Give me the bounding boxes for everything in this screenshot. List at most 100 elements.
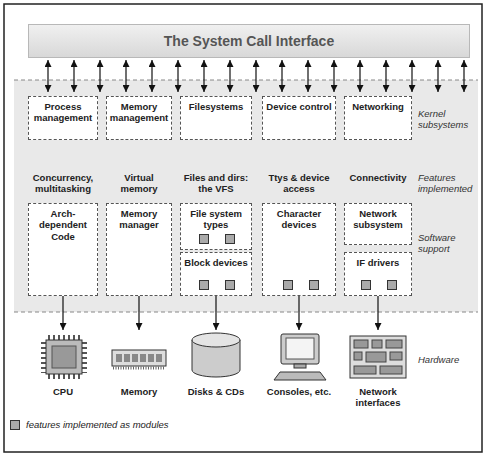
node-text: Arch-dependent Code	[31, 208, 95, 242]
double-arrow	[333, 60, 334, 92]
node-text: File system types	[183, 208, 249, 231]
kernel-band	[14, 80, 478, 312]
text-group: Block devices	[183, 257, 249, 268]
module-square	[309, 280, 319, 290]
band-edge	[14, 80, 478, 81]
band-edge	[14, 312, 478, 313]
double-arrow	[255, 60, 256, 92]
chip-die	[52, 346, 76, 368]
module-square	[225, 234, 235, 244]
node-text: Consoles, etc.	[262, 386, 336, 397]
connector-arrow	[138, 296, 139, 330]
subsystem-box: Memory management	[106, 96, 172, 140]
support-box: Network subsystem	[344, 203, 412, 245]
node-text: Process management	[31, 101, 95, 124]
chip-body	[46, 340, 82, 374]
text-group: Networking	[347, 101, 409, 112]
connector-arrow	[62, 296, 63, 330]
node-text: Filesystems	[183, 101, 249, 112]
subsystem-box: Device control	[262, 96, 336, 140]
memory-chips	[116, 354, 164, 362]
node-text: The System Call Interface	[164, 33, 334, 49]
legend-text: features implemented as modules	[26, 419, 169, 430]
double-arrow	[385, 60, 386, 92]
text-group: CPU	[28, 386, 98, 397]
card-chip	[372, 340, 382, 348]
chip-pins	[41, 342, 46, 373]
card-board	[350, 336, 406, 378]
text-group: Arch-dependent Code	[31, 208, 95, 242]
hardware-node: Disks & CDs	[180, 330, 252, 400]
text-group: Character devices	[265, 208, 333, 231]
node-text: Character devices	[265, 208, 333, 231]
feature-label: Virtual memory	[106, 172, 172, 195]
stick-board	[112, 350, 166, 366]
support-box: Memory manager	[106, 203, 172, 296]
text-group: Disks & CDs	[180, 386, 252, 397]
node-text: Network interfaces	[344, 386, 412, 409]
text-group: Network interfaces	[344, 386, 412, 409]
double-arrow	[437, 60, 438, 92]
module-square	[199, 234, 209, 244]
module-square	[361, 280, 371, 290]
subsystem-box: Filesystems	[180, 96, 252, 140]
layer-label: Features implemented	[418, 172, 480, 195]
cylinder-top	[192, 333, 240, 347]
disk-cylinder	[192, 333, 240, 377]
hardware-node: Network interfaces	[344, 330, 412, 412]
module-square	[199, 280, 209, 290]
double-arrow	[99, 60, 100, 92]
text-group: Filesystems	[183, 101, 249, 112]
double-arrow	[281, 60, 282, 92]
text-group: File system types	[183, 208, 249, 231]
layer-label: Kernel subsystems	[418, 108, 480, 131]
text-group: Process management	[31, 101, 95, 124]
connector-arrow	[298, 296, 299, 330]
double-arrow	[151, 60, 152, 92]
syscall-bar: The System Call Interface	[28, 24, 470, 58]
feature-label: Files and dirs: the VFS	[180, 172, 252, 195]
monitor-screen	[286, 338, 314, 359]
hardware-node: CPU	[28, 330, 98, 400]
node-text: Memory	[106, 386, 172, 397]
card-chip	[390, 352, 402, 360]
node-text: Device control	[265, 101, 333, 112]
node-text: Network subsystem	[347, 208, 409, 231]
hardware-node: Memory	[106, 330, 172, 400]
chip-pins	[48, 374, 81, 379]
node-text: Networking	[347, 101, 409, 112]
layer-label: Hardware	[418, 354, 480, 365]
node-text: Memory management	[109, 101, 169, 124]
node-text: Disks & CDs	[180, 386, 252, 397]
card-chip	[354, 352, 362, 360]
double-arrow	[359, 60, 360, 92]
text-group: Device control	[265, 101, 333, 112]
outer-frame	[4, 4, 482, 452]
node-text: IF drivers	[347, 257, 409, 268]
double-arrow	[203, 60, 204, 92]
cpu-chip	[44, 338, 85, 377]
card-chip	[354, 340, 368, 348]
chip-pins	[82, 342, 87, 373]
card-chip	[386, 340, 402, 348]
double-arrow	[411, 60, 412, 92]
text-group: The System Call Interface	[164, 33, 334, 49]
layer-label: Software support	[418, 232, 480, 255]
card-chip	[354, 366, 376, 374]
subsystem-box: Process management	[28, 96, 98, 140]
support-box: Block devices	[180, 252, 252, 296]
feature-label: Ttys & device access	[262, 172, 336, 195]
keyboard	[274, 372, 326, 380]
text-group: Memory	[106, 386, 172, 397]
support-box: File system types	[180, 203, 252, 250]
double-arrow	[47, 60, 48, 92]
connector-arrow	[215, 296, 216, 330]
feature-label: Connectivity	[344, 172, 412, 183]
subsystem-box: Networking	[344, 96, 412, 140]
support-box: Character devices	[262, 203, 336, 296]
legend-swatch	[10, 420, 20, 430]
hardware-node: Consoles, etc.	[262, 330, 336, 412]
text-group: IF drivers	[347, 257, 409, 268]
chip-pins	[48, 335, 81, 340]
double-arrow	[125, 60, 126, 92]
